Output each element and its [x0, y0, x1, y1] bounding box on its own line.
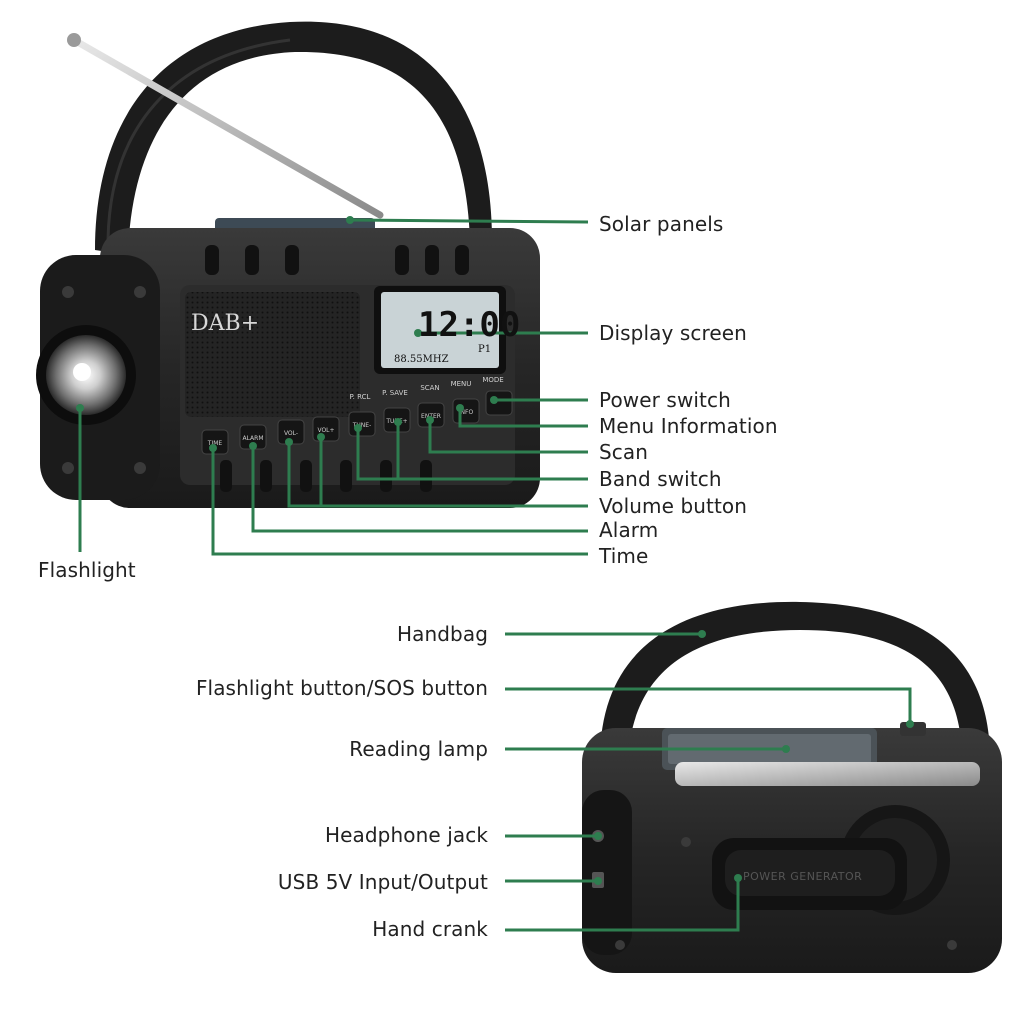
- front-button-label: INFO: [459, 409, 474, 416]
- leader-dot: [394, 418, 402, 426]
- leader-dot: [734, 874, 742, 882]
- crank-text: POWER GENERATOR: [743, 870, 862, 883]
- lcd-time: 12:00: [418, 305, 520, 345]
- leader-volume-button: [287, 440, 588, 508]
- label-hand-crank: Hand crank: [372, 917, 488, 941]
- leader-dot: [317, 433, 325, 441]
- leader-dot: [594, 832, 602, 840]
- antenna-tip: [67, 33, 81, 47]
- leader-dot: [285, 438, 293, 446]
- label-display-screen: Display screen: [599, 321, 747, 345]
- front-button-8: INFO: [452, 398, 480, 424]
- front-button-3: VOL-: [277, 419, 305, 445]
- leader-dot: [782, 745, 790, 753]
- back-handle: [600, 601, 990, 762]
- label-power-switch: Power switch: [599, 388, 731, 412]
- front-upper-label: P. RCL: [350, 393, 371, 401]
- leader-solar-panels: [349, 218, 589, 224]
- label-reading-lamp: Reading lamp: [349, 737, 488, 761]
- lcd-screen: [381, 292, 499, 368]
- leader-dot: [594, 877, 602, 885]
- front-button-label: ALARM: [242, 435, 263, 442]
- leader-dot: [906, 720, 914, 728]
- leader-alarm: [251, 444, 588, 533]
- front-button-label: VOL-: [284, 430, 298, 437]
- front-button-label: TUNE-: [352, 422, 372, 429]
- leader-dot: [698, 630, 706, 638]
- front-button-label: TIME: [207, 440, 223, 447]
- lcd-preset: P1: [478, 344, 491, 355]
- label-alarm: Alarm: [599, 518, 659, 542]
- leader-lines: [76, 216, 914, 932]
- front-button-1: TIME: [201, 429, 229, 455]
- front-upper-label: SCAN: [420, 384, 439, 392]
- leader-dot: [76, 404, 84, 412]
- leader-dot: [354, 424, 362, 432]
- label-volume-button: Volume button: [599, 494, 748, 518]
- leader-dot: [414, 329, 422, 337]
- leader-band-switch: [356, 425, 588, 481]
- label-flashlight-sos-button: Flashlight button/SOS button: [195, 676, 488, 700]
- label-usb-5v-input-output: USB 5V Input/Output: [277, 870, 488, 894]
- back-antenna: [675, 762, 980, 786]
- leader-dot: [490, 396, 498, 404]
- speaker-grill: [185, 292, 360, 417]
- leader-dot: [456, 404, 464, 412]
- label-flashlight: Flashlight: [38, 558, 136, 582]
- brand-label: DAB+: [191, 311, 259, 336]
- leader-dot: [346, 216, 354, 224]
- leader-time: [211, 446, 588, 556]
- label-handbag: Handbag: [396, 622, 488, 646]
- front-antenna: [70, 36, 384, 219]
- label-solar-panels: Solar panels: [599, 212, 724, 236]
- lcd-frequency: 88.55MHZ: [394, 354, 449, 365]
- leader-dot: [426, 416, 434, 424]
- leader-dot: [249, 442, 257, 450]
- label-band-switch: Band switch: [599, 467, 722, 491]
- leader-dot: [209, 444, 217, 452]
- front-upper-label: MODE: [482, 376, 503, 384]
- front-handle: [95, 21, 492, 256]
- label-menu-information: Menu Information: [599, 414, 778, 438]
- leader-hand-crank: [505, 878, 740, 932]
- leader-flashlight-sos-button: [505, 687, 912, 724]
- label-time: Time: [599, 544, 649, 568]
- front-upper-label: MENU: [451, 380, 472, 388]
- front-upper-label: P. SAVE: [382, 389, 408, 397]
- leader-scan: [428, 418, 588, 454]
- label-headphone-jack: Headphone jack: [324, 823, 488, 847]
- front-button-label: VOL+: [317, 427, 334, 434]
- front-button-4: VOL+: [312, 416, 340, 442]
- front-button-5: TUNE-: [348, 411, 376, 437]
- front-button-9: [485, 390, 513, 416]
- label-scan: Scan: [599, 440, 649, 464]
- back-radio: [582, 601, 1002, 973]
